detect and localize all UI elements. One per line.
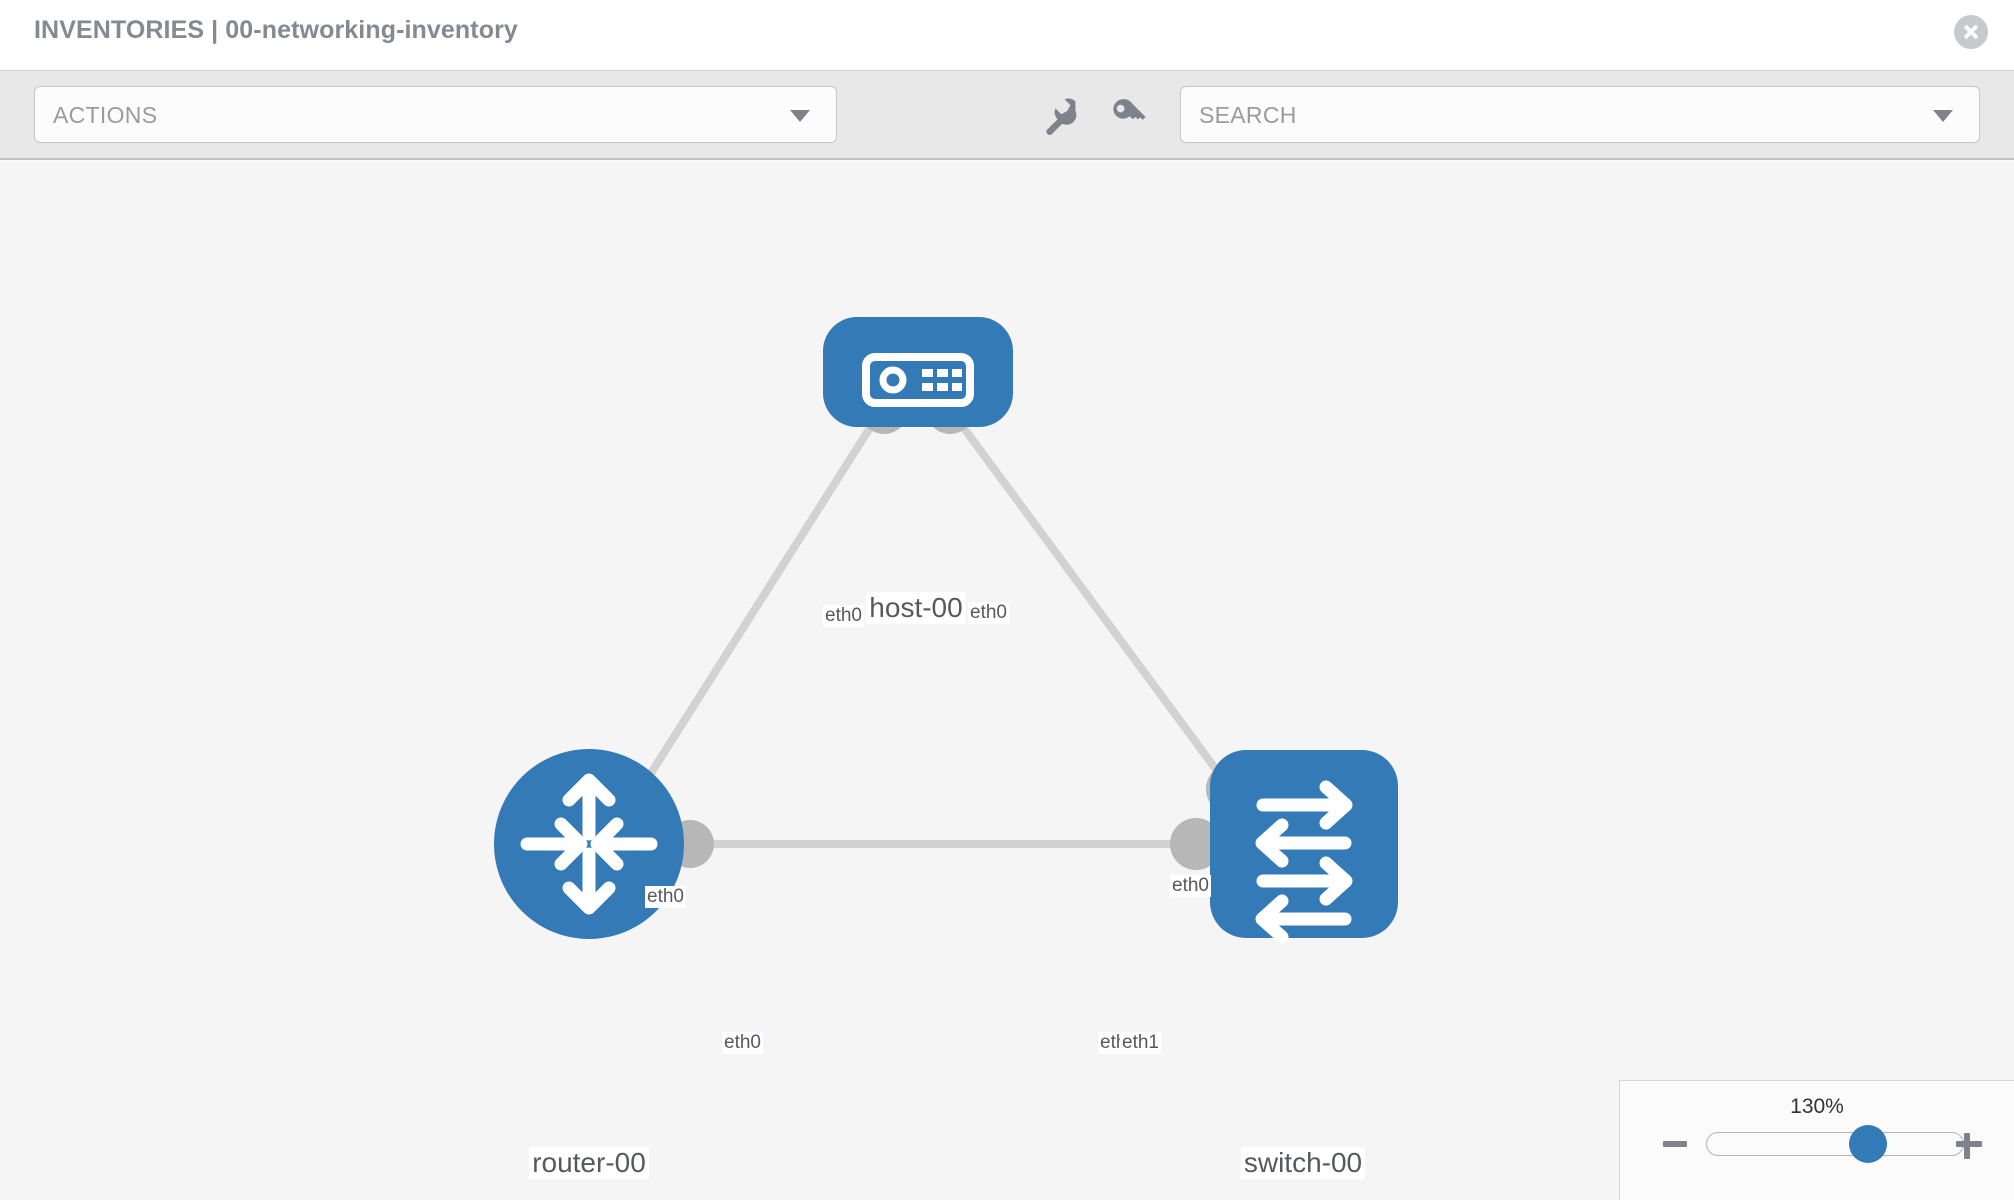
port-label: eth1: [1120, 1032, 1161, 1054]
port-switch-left: [1170, 818, 1222, 870]
close-icon[interactable]: [1954, 15, 1988, 49]
zoom-out-button[interactable]: [1660, 1129, 1690, 1159]
page-title: INVENTORIES | 00-networking-inventory: [34, 16, 518, 44]
node-label-host-00: host-00: [866, 592, 966, 624]
node-router-00: [494, 749, 684, 939]
search-placeholder: SEARCH: [1199, 102, 1297, 128]
chevron-down-icon: [790, 109, 810, 122]
actions-dropdown-label: ACTIONS: [53, 102, 158, 128]
toolbar: ACTIONS SEARCH: [0, 70, 2014, 160]
node-host-00: [823, 317, 1013, 427]
port-label: eth0: [1170, 875, 1211, 897]
topology-graph: [494, 317, 1398, 944]
port-label: eth0: [823, 605, 864, 627]
node-label-router-00: router-00: [529, 1147, 649, 1179]
zoom-slider-track[interactable]: [1706, 1125, 1964, 1163]
zoom-slider-handle[interactable]: [1849, 1125, 1888, 1163]
router-arrows-icon: [520, 773, 658, 915]
search-input[interactable]: SEARCH: [1180, 86, 1980, 143]
server-icon: [862, 353, 974, 407]
link-host-switch: [948, 409, 1244, 805]
chevron-down-icon[interactable]: [1933, 109, 1953, 122]
key-icon[interactable]: [1108, 93, 1152, 137]
topology-links: [616, 409, 1244, 848]
zoom-level-label: 130%: [1790, 1095, 1844, 1118]
page-header: INVENTORIES | 00-networking-inventory: [0, 0, 2014, 70]
actions-dropdown[interactable]: ACTIONS: [34, 86, 837, 143]
topology-ports: [666, 386, 1258, 870]
port-label: eth0: [722, 1032, 763, 1054]
topology-canvas[interactable]: eth0 eth0 eth0 eth0 eth0 eth0 eth1 host-…: [0, 162, 2014, 1200]
node-switch-00: [1210, 750, 1398, 944]
wrench-icon[interactable]: [1040, 93, 1084, 137]
switch-arrows-icon: [1255, 780, 1353, 944]
zoom-in-button[interactable]: [1954, 1129, 1984, 1159]
zoom-control-panel: 130%: [1619, 1080, 2014, 1200]
node-label-switch-00: switch-00: [1240, 1147, 1366, 1179]
port-label: eth0: [645, 886, 686, 908]
link-host-router: [616, 409, 884, 825]
port-label: eth0: [968, 602, 1009, 624]
